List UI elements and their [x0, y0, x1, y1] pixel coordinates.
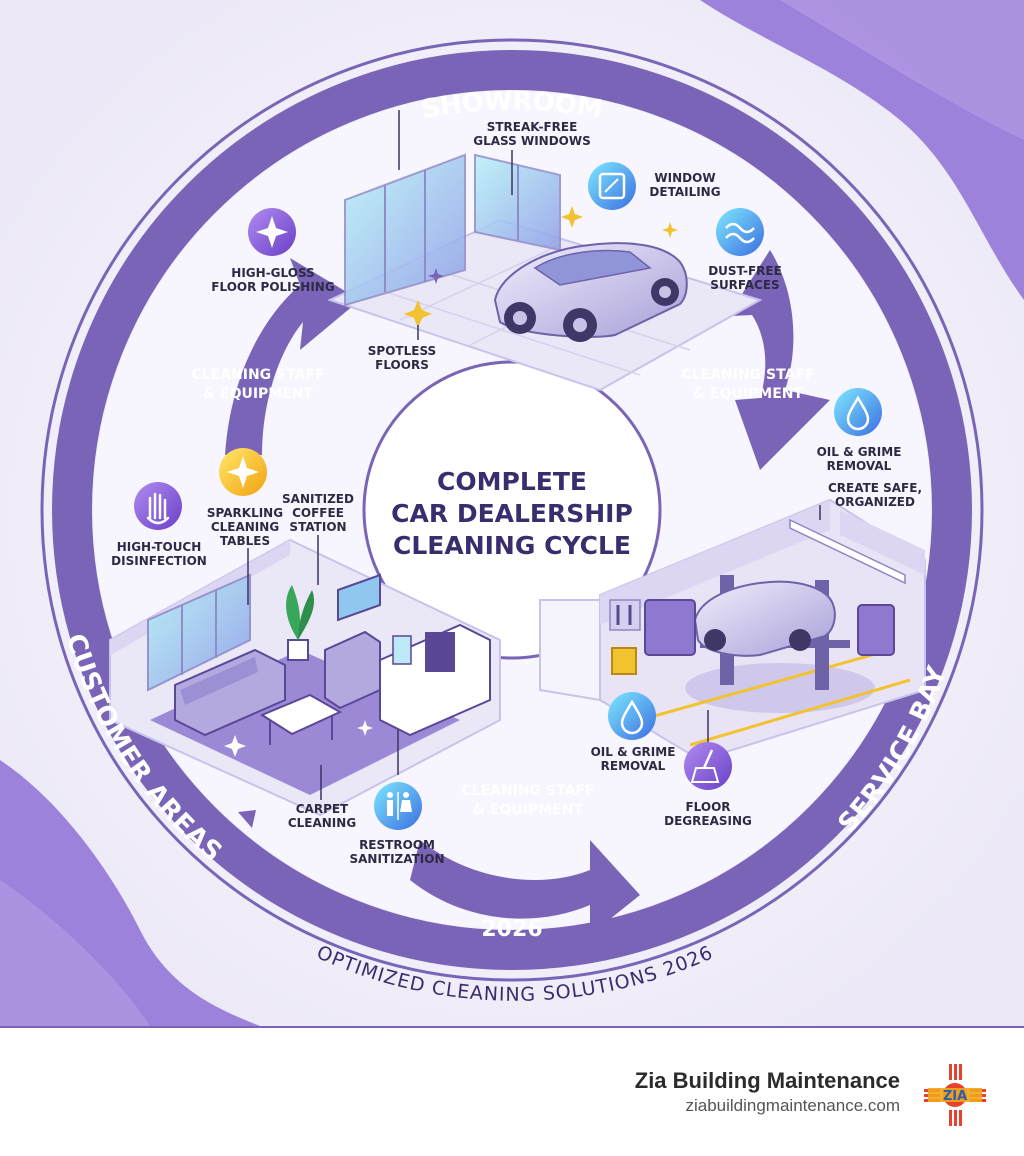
customer-area-scene: [109, 535, 501, 817]
infographic-canvas: SHOWROOM SERVICE BAY CUSTOMER AREAS 2026…: [0, 0, 1024, 1026]
window-icon: [588, 162, 636, 210]
label-create-safe: CREATE SAFE, ORGANIZED: [827, 481, 923, 510]
svg-text:ZIA: ZIA: [943, 1089, 967, 1104]
connector-label-bottom: CLEANING STAFF & EQUIPMENT: [461, 783, 595, 818]
label-carpet-cleaning: CARPET CLEANING: [287, 802, 357, 831]
wave-icon: [716, 208, 764, 256]
brand-block: Zia Building Maintenance ziabuildingmain…: [635, 1068, 900, 1116]
water-drop-icon: [608, 692, 656, 740]
main-ring: [52, 50, 972, 970]
connector-label-right: CLEANING STAFF & EQUIPMENT: [681, 367, 815, 402]
label-floor-degreasing: FLOOR DEGREASING: [664, 800, 752, 829]
zia-logo-icon: ZIA: [924, 1064, 986, 1126]
diagram-art: SHOWROOM SERVICE BAY CUSTOMER AREAS 2026…: [0, 0, 1024, 1026]
company-name: Zia Building Maintenance: [634, 1068, 900, 1093]
connector-arrow-right: [650, 250, 830, 470]
ring-arrow-top: [370, 96, 392, 112]
label-dust-free-surfaces: DUST-FREE SURFACES: [708, 264, 782, 293]
blob-bottom-left-light: [0, 880, 150, 1026]
label-restroom-sanitization: RESTROOM SANITIZATION: [349, 838, 445, 867]
label-high-gloss-floor: HIGH-GLOSS FLOOR POLISHING: [211, 266, 335, 295]
broom-icon: [684, 742, 732, 790]
showroom-scene: [327, 110, 763, 392]
year-label: 2026: [481, 917, 542, 942]
center-title: COMPLETE CAR DEALERSHIP CLEANING CYCLE: [391, 467, 633, 560]
hand-icon: [134, 482, 182, 530]
company-url[interactable]: ziabuildingmaintenance.com: [685, 1096, 900, 1115]
label-sparkling-tables: SPARKLING CLEANING TABLES: [206, 506, 284, 549]
restroom-icon: [374, 782, 422, 830]
service-bay-scene: [539, 498, 926, 762]
connector-arrow-left: [225, 258, 360, 455]
connector-arrow-bottom: [410, 840, 640, 935]
ring-arrow-left: [238, 810, 256, 828]
label-oil-grime-top: OIL & GRIME REMOVAL: [816, 445, 902, 474]
label-sanitized-coffee: SANITIZED COFFEE STATION: [282, 492, 354, 535]
center-disc: [362, 360, 662, 660]
label-window-detailing: WINDOW DETAILING: [649, 171, 721, 200]
label-oil-grime-bottom: OIL & GRIME REMOVAL: [590, 745, 676, 774]
label-streak-free-glass: STREAK-FREE GLASS WINDOWS: [473, 120, 591, 149]
blob-top-right-light: [780, 0, 1024, 140]
sparkle-icon: [248, 208, 296, 256]
footer: Zia Building Maintenance ziabuildingmain…: [0, 1026, 1024, 1156]
label-spotless-floors: SPOTLESS FLOORS: [367, 344, 437, 373]
water-drop-icon: [834, 388, 882, 436]
connector-label-left: CLEANING STAFF & EQUIPMENT: [191, 367, 325, 402]
sparkle-icon: [219, 448, 267, 496]
outer-ring-thin: [40, 38, 984, 982]
label-high-touch-disinfection: HIGH-TOUCH DISINFECTION: [111, 540, 207, 569]
